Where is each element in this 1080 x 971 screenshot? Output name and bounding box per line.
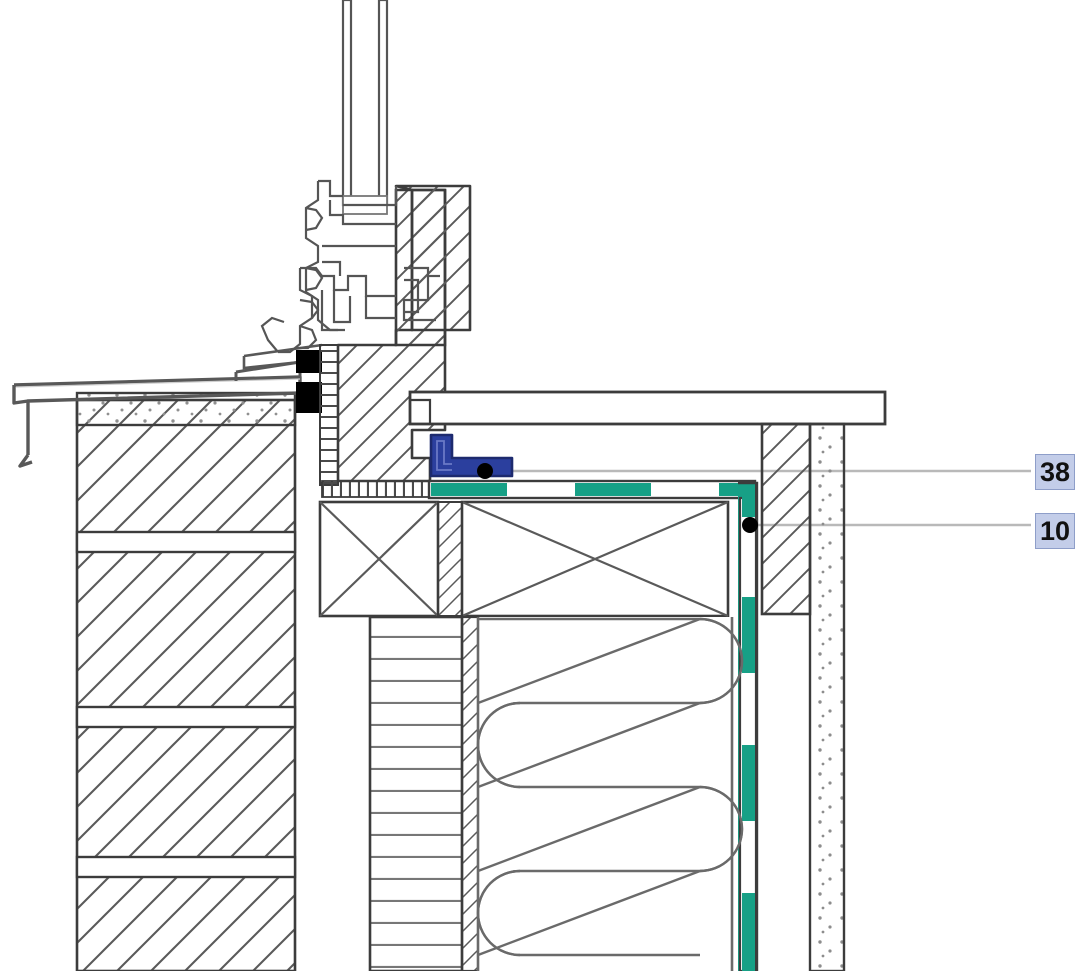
callout-38[interactable]: 38 — [1035, 454, 1075, 490]
lintel-box-left — [318, 500, 440, 618]
frame-gasket-profile-lower — [260, 266, 440, 354]
callout-anchor-10 — [742, 517, 758, 533]
interior-plaster — [808, 422, 846, 971]
callout-10[interactable]: 10 — [1035, 513, 1075, 549]
masonry-wall — [75, 398, 297, 971]
sill-end-cap — [429, 433, 514, 478]
compriband-tape — [319, 344, 339, 486]
reveal-hatch — [760, 422, 812, 616]
callout-anchor-38 — [477, 463, 493, 479]
lintel-gap-hatch — [437, 501, 463, 617]
lintel-box-right — [460, 500, 730, 618]
glazing-unit — [341, 0, 389, 215]
airtight-membrane — [427, 479, 759, 971]
mineral-wool-insulation — [476, 617, 744, 971]
render-layer — [368, 615, 464, 971]
sealant-block — [296, 350, 322, 413]
window-board — [408, 390, 887, 426]
sash-gasket-profile-upper — [304, 179, 398, 332]
compriband-tape-horizontal — [321, 480, 431, 498]
